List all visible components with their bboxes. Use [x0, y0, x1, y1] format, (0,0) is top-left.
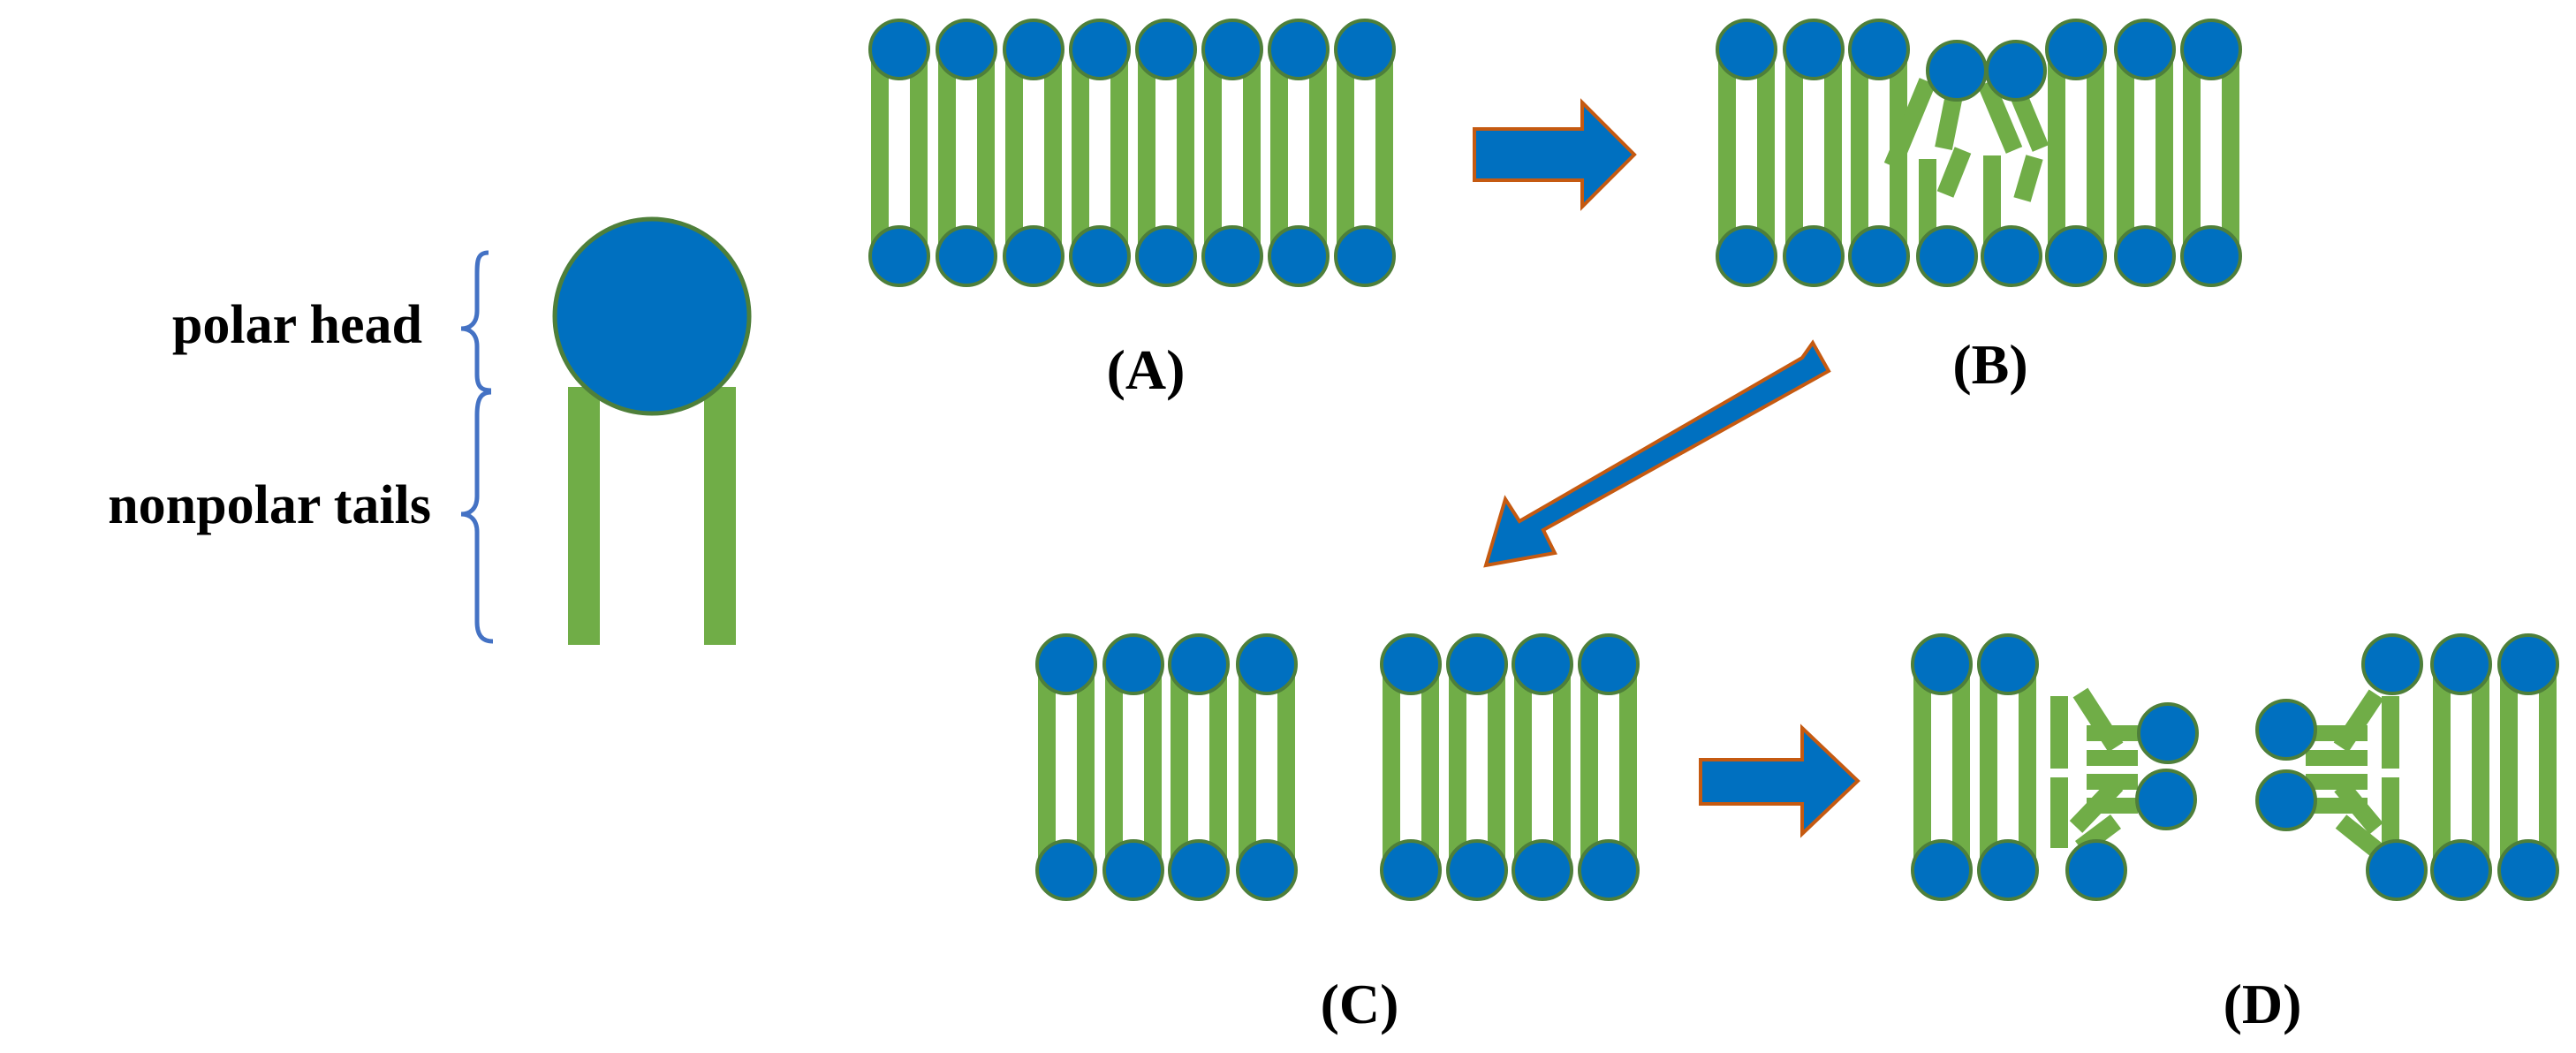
lipid-head: [1916, 225, 1978, 287]
lipid-head: [1334, 225, 1396, 287]
lipid-head: [1102, 633, 1164, 695]
lipid-head: [936, 225, 997, 287]
lipid-head: [1168, 633, 1230, 695]
lipid-head: [1578, 633, 1640, 695]
lipid-head: [1716, 225, 1777, 287]
lipid-head: [2180, 225, 2242, 287]
lipid-tail: [1977, 80, 2023, 154]
arrow-b-to-c: [1483, 339, 1831, 568]
panel-b-label: (B): [1952, 333, 2027, 396]
lipid-head: [2497, 839, 2559, 901]
panel-a-intact-bilayer: [868, 19, 1396, 287]
lipid-head: [1783, 225, 1845, 287]
lipid-head: [1201, 19, 1263, 80]
lipid-head: [1848, 225, 1910, 287]
panel-b-perturbed-bilayer: [1716, 19, 2242, 287]
lipid-head: [1985, 40, 2047, 102]
lipid-head: [1201, 225, 1263, 287]
lipid-tail: [2335, 814, 2383, 857]
panel-a-label: (A): [1107, 338, 1186, 401]
lipid-head: [2255, 769, 2317, 831]
lipid-head: [1135, 225, 1197, 287]
polar-head-label: polar head: [172, 295, 422, 355]
lipid-legend: [460, 216, 752, 645]
lipid-head: [1168, 839, 1230, 901]
tails-brace: [460, 390, 494, 644]
lipid-head: [1268, 225, 1330, 287]
lipid-head: [1236, 839, 1298, 901]
lipid-head: [1069, 19, 1131, 80]
lipid-head: [1446, 633, 1508, 695]
lipid-tail: [1936, 147, 1972, 198]
lipid-head: [2045, 225, 2107, 287]
lipid-head: [1911, 633, 1973, 695]
lipid-head: [2045, 19, 2107, 80]
lipid-head: [868, 19, 930, 80]
lipid-head: [1911, 839, 1973, 901]
lipid-head: [2497, 633, 2559, 695]
nonpolar-tails-label: nonpolar tails: [108, 475, 431, 535]
lipid-head: [2361, 633, 2423, 695]
arrow-a-to-b: [1473, 98, 1637, 211]
panel-c-split-bilayer: [1035, 633, 1640, 901]
lipid-tail: [2013, 155, 2043, 202]
lipid-head: [1512, 839, 1573, 901]
lipid-head: [1578, 839, 1640, 901]
lipid-head: [1446, 839, 1508, 901]
lipid-head: [1069, 225, 1131, 287]
lipid-head: [1236, 633, 1298, 695]
lipid-head: [2065, 839, 2127, 901]
lipid-head: [1003, 19, 1064, 80]
lipid-head: [1334, 19, 1396, 80]
lipid-head: [936, 19, 997, 80]
panel-d-pore-formation: [1911, 633, 2559, 901]
panel-d-label: (D): [2224, 973, 2302, 1035]
lipid-head: [1848, 19, 1910, 80]
arrow-c-to-d: [1699, 723, 1860, 838]
panel-c-label: (C): [1321, 973, 1399, 1035]
lipid-head: [1783, 19, 1845, 80]
lipid-head: [1380, 633, 1442, 695]
lipid-head: [2180, 19, 2242, 80]
lipid-head: [1135, 19, 1197, 80]
lipid-head: [1977, 633, 2039, 695]
lipid-head: [2114, 225, 2176, 287]
lipid-head: [1512, 633, 1573, 695]
lipid-head: [1926, 40, 1988, 102]
lipid-head: [2135, 769, 2197, 830]
head-brace: [460, 250, 492, 393]
lipid-head: [1380, 839, 1442, 901]
lipid-head: [2430, 633, 2492, 695]
lipid-head: [1268, 19, 1330, 80]
lipid-head: [1102, 839, 1164, 901]
lipid-head: [2137, 702, 2199, 764]
lipid-head: [1981, 225, 2042, 287]
lipid-head: [2255, 699, 2317, 761]
lipid-head: [1716, 19, 1777, 80]
legend-tail-right: [704, 387, 736, 645]
lipid-head: [2114, 19, 2176, 80]
lipid-head: [1035, 839, 1097, 901]
lipid-head: [868, 225, 930, 287]
legend-polar-head: [552, 216, 752, 416]
lipid-head: [1035, 633, 1097, 695]
lipid-head: [2366, 839, 2428, 901]
lipid-head: [1003, 225, 1064, 287]
legend-tail-left: [568, 387, 600, 645]
lipid-head: [1977, 839, 2039, 901]
process-arrows: [1473, 98, 1860, 838]
lipid-head: [2430, 839, 2492, 901]
